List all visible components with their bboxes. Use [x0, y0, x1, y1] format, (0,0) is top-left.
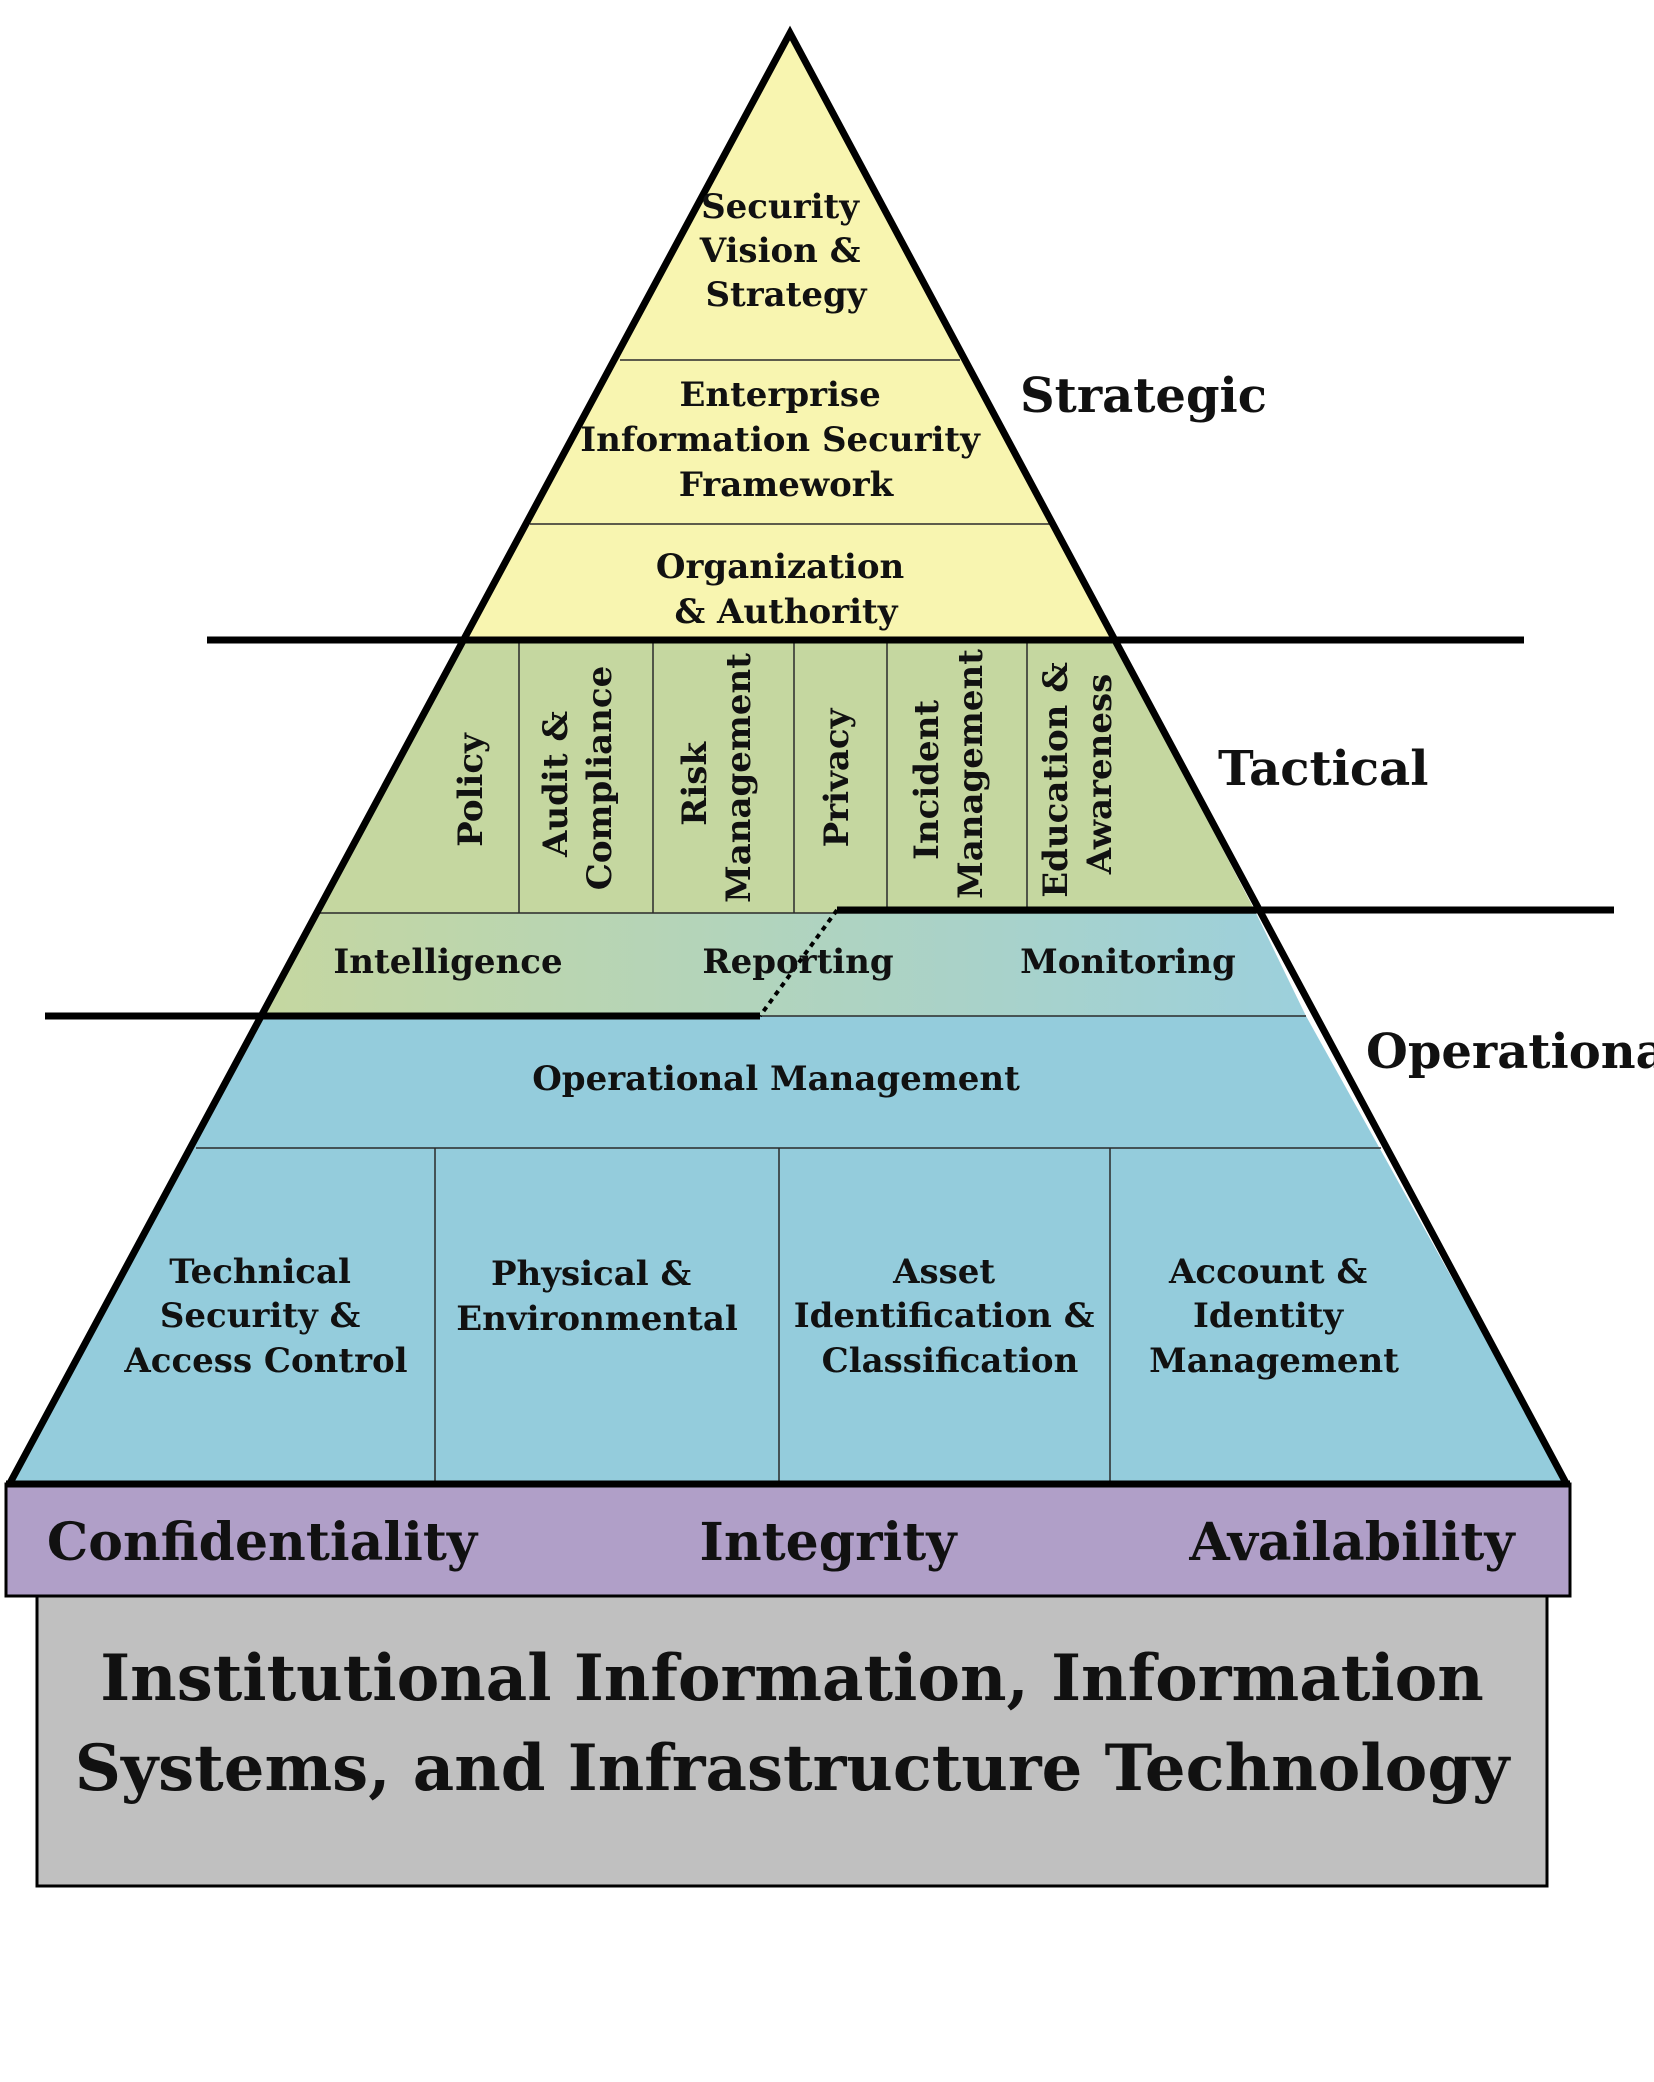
tactical-privacy-label: Privacy: [817, 707, 857, 847]
reporting-label: Reporting: [702, 942, 893, 982]
tactical-incident-management-label: Incident Management: [907, 649, 991, 899]
tier-separators: [45, 636, 1614, 1020]
foundation-line-1: Institutional Information, Information: [100, 1641, 1484, 1716]
asset-identification-label: Asset Identification & Classification: [794, 1252, 1107, 1381]
foundation-box: [35, 1594, 1549, 1888]
reporting-dotted-divider: [758, 908, 839, 1018]
strategic-region: [463, 33, 1114, 640]
organization-authority-label: Organization & Authority: [656, 547, 916, 632]
operational-level-label: Operational: [1366, 1024, 1654, 1080]
enterprise-framework-label: Enterprise Information Security Framewor…: [580, 375, 991, 505]
tactical-education-awareness-label: Education & Awareness: [1036, 650, 1120, 898]
intelligence-label: Intelligence: [333, 942, 562, 982]
cia-band: [4, 1482, 1572, 1598]
physical-environmental-label: Physical & Environmental: [456, 1254, 738, 1339]
monitoring-label: Monitoring: [1020, 942, 1236, 982]
pyramid-outline: [6, 25, 1570, 1485]
tactical-region: [316, 640, 1256, 913]
technical-security-label: Technical Security & Access Control: [123, 1252, 407, 1381]
integrity-label: Integrity: [700, 1512, 959, 1573]
intelligence-band: [262, 913, 1306, 1016]
tactical-policy-label: Policy: [451, 732, 491, 847]
operational-management-label: Operational Management: [532, 1059, 1020, 1099]
tactical-audit-compliance-label: Audit & Compliance: [536, 666, 620, 890]
tactical-risk-management-label: Risk Management: [675, 653, 759, 903]
security-vision-label: Security Vision & Strategy: [699, 187, 873, 315]
tactical-level-label: Tactical: [1218, 741, 1428, 797]
foundation-line-2: Systems, and Infrastructure Technology: [75, 1731, 1511, 1806]
availability-label: Availability: [1188, 1512, 1516, 1573]
strategic-level-label: Strategic: [1020, 368, 1267, 424]
account-identity-label: Account & Identity Management: [1149, 1252, 1399, 1381]
operational-region: [10, 1016, 1566, 1483]
confidentiality-label: Confidentiality: [47, 1512, 479, 1573]
